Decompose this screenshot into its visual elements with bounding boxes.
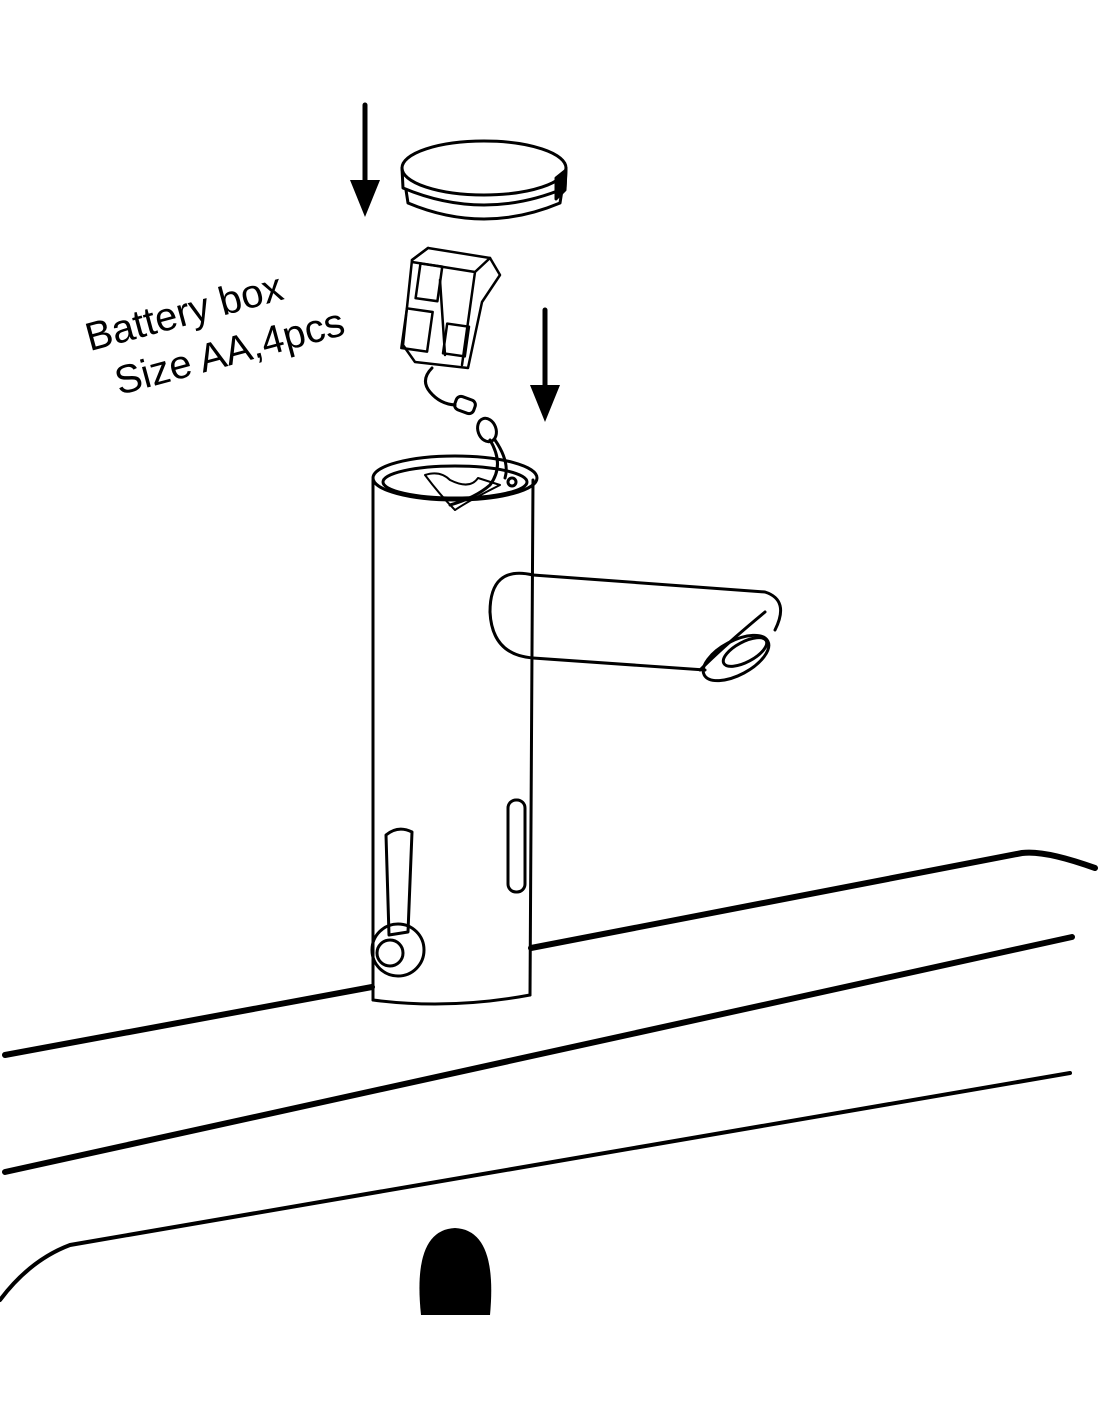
battery-cap: [400, 139, 568, 221]
down-arrow-cap: [350, 102, 380, 217]
temperature-lever: [370, 827, 426, 978]
battery-box: [400, 246, 502, 370]
down-arrow-battery: [530, 307, 560, 422]
sensor-window: [506, 798, 527, 894]
basin-outline: [0, 849, 1098, 1302]
faucet-spout: [488, 571, 783, 683]
drain-hole: [419, 1228, 492, 1315]
faucet-body: [371, 454, 539, 1006]
